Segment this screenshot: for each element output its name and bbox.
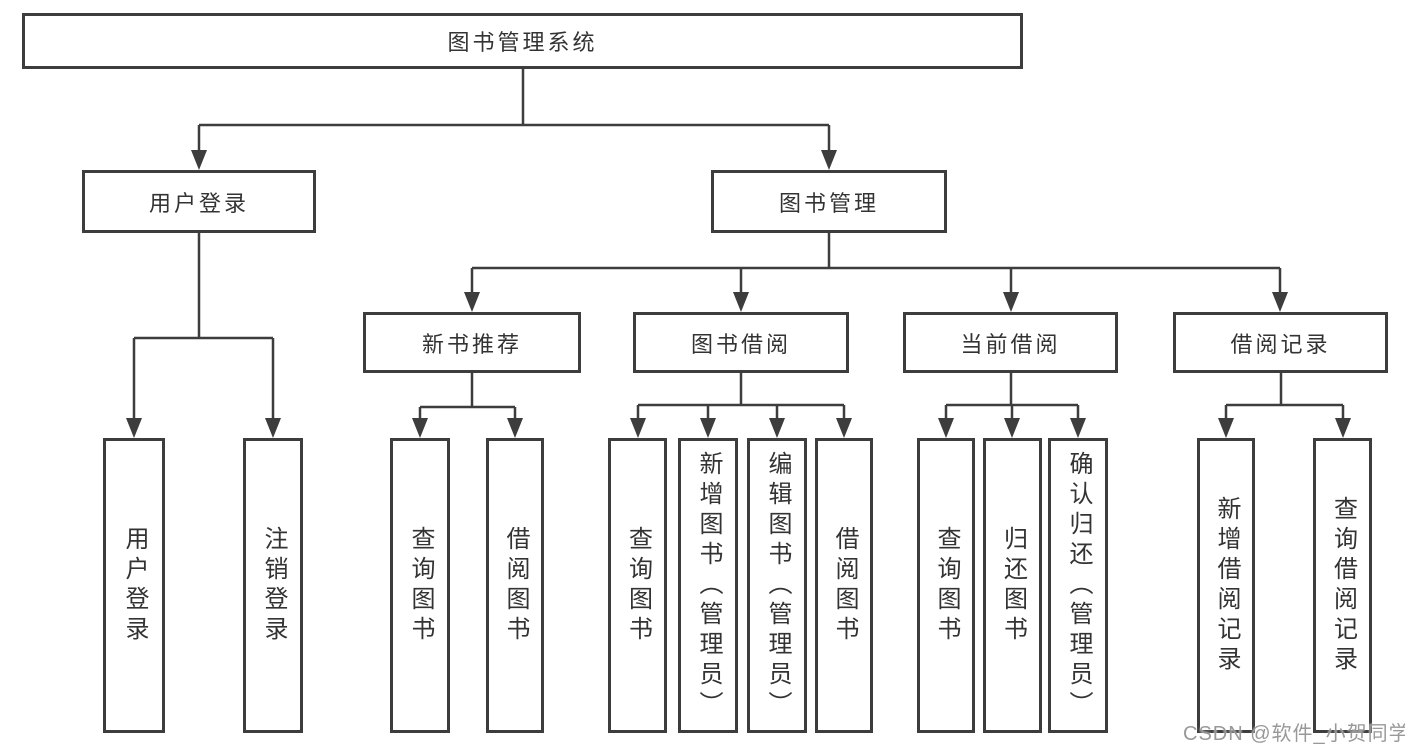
leaf-borrow-borrow-books: 借阅图书	[815, 438, 873, 733]
leaf-current-confirm-return-admin: 确认归还（管理员）	[1048, 438, 1108, 733]
node-book-borrow: 图书借阅	[633, 312, 849, 373]
leaf-borrow-query-books-label: 查询图书	[624, 525, 652, 646]
leaf-borrow-borrow-books-label: 借阅图书	[831, 525, 858, 646]
node-user-login-branch: 用户登录	[82, 170, 316, 233]
leaf-records-query-record: 查询借阅记录	[1313, 438, 1372, 733]
leaf-current-confirm-return-admin-label: 确认归还（管理员）	[1065, 450, 1092, 721]
csdn-watermark: CSDN @软件_小贺同学	[1183, 723, 1405, 745]
node-root: 图书管理系统	[22, 13, 1023, 69]
node-borrow-records-label: 借阅记录	[1230, 331, 1331, 357]
leaf-logout-label: 注销登录	[260, 525, 287, 646]
node-book-management-branch: 图书管理	[711, 170, 947, 233]
leaf-newbook-borrow-books-label: 借阅图书	[502, 525, 529, 646]
leaf-borrow-query-books: 查询图书	[608, 438, 667, 733]
leaf-records-add-record-label: 新增借阅记录	[1213, 495, 1240, 676]
node-current-borrow: 当前借阅	[903, 312, 1118, 373]
leaf-records-query-record-label: 查询借阅记录	[1329, 495, 1357, 676]
leaf-logout: 注销登录	[243, 438, 303, 733]
leaf-borrow-add-books-admin: 新增图书（管理员）	[678, 438, 738, 733]
node-book-borrow-label: 图书借阅	[690, 331, 791, 357]
leaf-newbook-query-books-label: 查询图书	[407, 525, 434, 646]
node-new-book-recommend: 新书推荐	[363, 312, 581, 373]
node-current-borrow-label: 当前借阅	[960, 331, 1061, 357]
leaf-newbook-borrow-books: 借阅图书	[486, 438, 544, 733]
leaf-records-add-record: 新增借阅记录	[1197, 438, 1255, 733]
leaf-borrow-edit-books-admin: 编辑图书（管理员）	[747, 438, 807, 733]
leaf-borrow-edit-books-admin-label: 编辑图书（管理员）	[764, 450, 791, 721]
node-new-book-recommend-label: 新书推荐	[421, 331, 522, 357]
node-book-management-branch-label: 图书管理	[778, 190, 879, 216]
leaf-current-return-books: 归还图书	[983, 438, 1042, 733]
leaf-current-return-books-label: 归还图书	[999, 525, 1027, 646]
node-root-label: 图书管理系统	[447, 30, 598, 55]
leaf-borrow-add-books-admin-label: 新增图书（管理员）	[695, 450, 722, 721]
leaf-newbook-query-books: 查询图书	[390, 438, 450, 733]
leaf-user-login: 用户登录	[103, 438, 165, 733]
leaf-current-query-books: 查询图书	[917, 438, 975, 733]
node-user-login-branch-label: 用户登录	[148, 190, 249, 216]
leaf-user-login-label: 用户登录	[121, 525, 148, 646]
node-borrow-records: 借阅记录	[1173, 312, 1388, 373]
leaf-current-query-books-label: 查询图书	[933, 525, 960, 646]
